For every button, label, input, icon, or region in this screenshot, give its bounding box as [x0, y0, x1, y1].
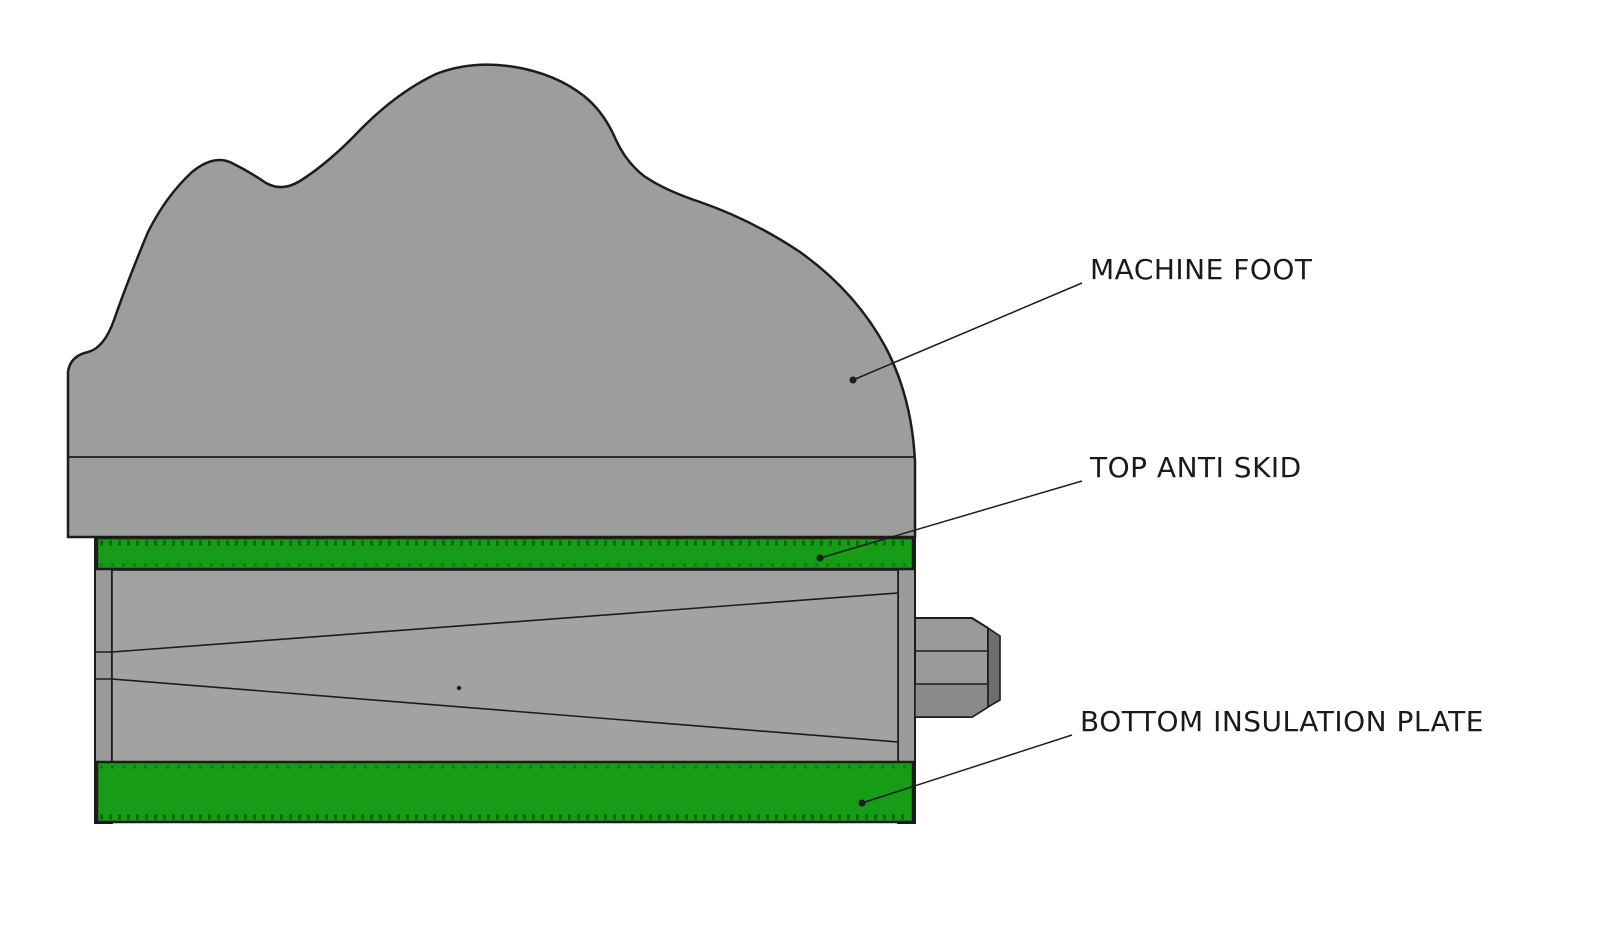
label-machine-foot: MACHINE FOOT: [1090, 253, 1313, 286]
label-bottom-insulation-plate: BOTTOM INSULATION PLATE: [1080, 705, 1484, 738]
leader-dot-top-anti-skid: [816, 554, 824, 562]
center-mark: [456, 685, 462, 691]
leader-dot-machine-foot: [849, 376, 857, 384]
wedge-diagonal-upper: [111, 592, 899, 653]
machine-foot-shape: [66, 63, 917, 539]
leader-line-top-anti-skid: [819, 480, 1083, 559]
bottom-insulation-plate-strip: [95, 760, 915, 824]
leader-line-machine-foot: [852, 282, 1083, 381]
wedge-diagonal-lower: [111, 678, 899, 743]
mount-center-body: [111, 569, 899, 763]
leader-dot-bottom-insulation-plate: [858, 799, 866, 807]
label-top-anti-skid: TOP ANTI SKID: [1089, 451, 1302, 484]
hex-bolt-end: [987, 626, 1001, 709]
leader-line-bottom-insulation-plate: [861, 734, 1073, 804]
hex-bolt-lower-facet: [914, 683, 989, 718]
